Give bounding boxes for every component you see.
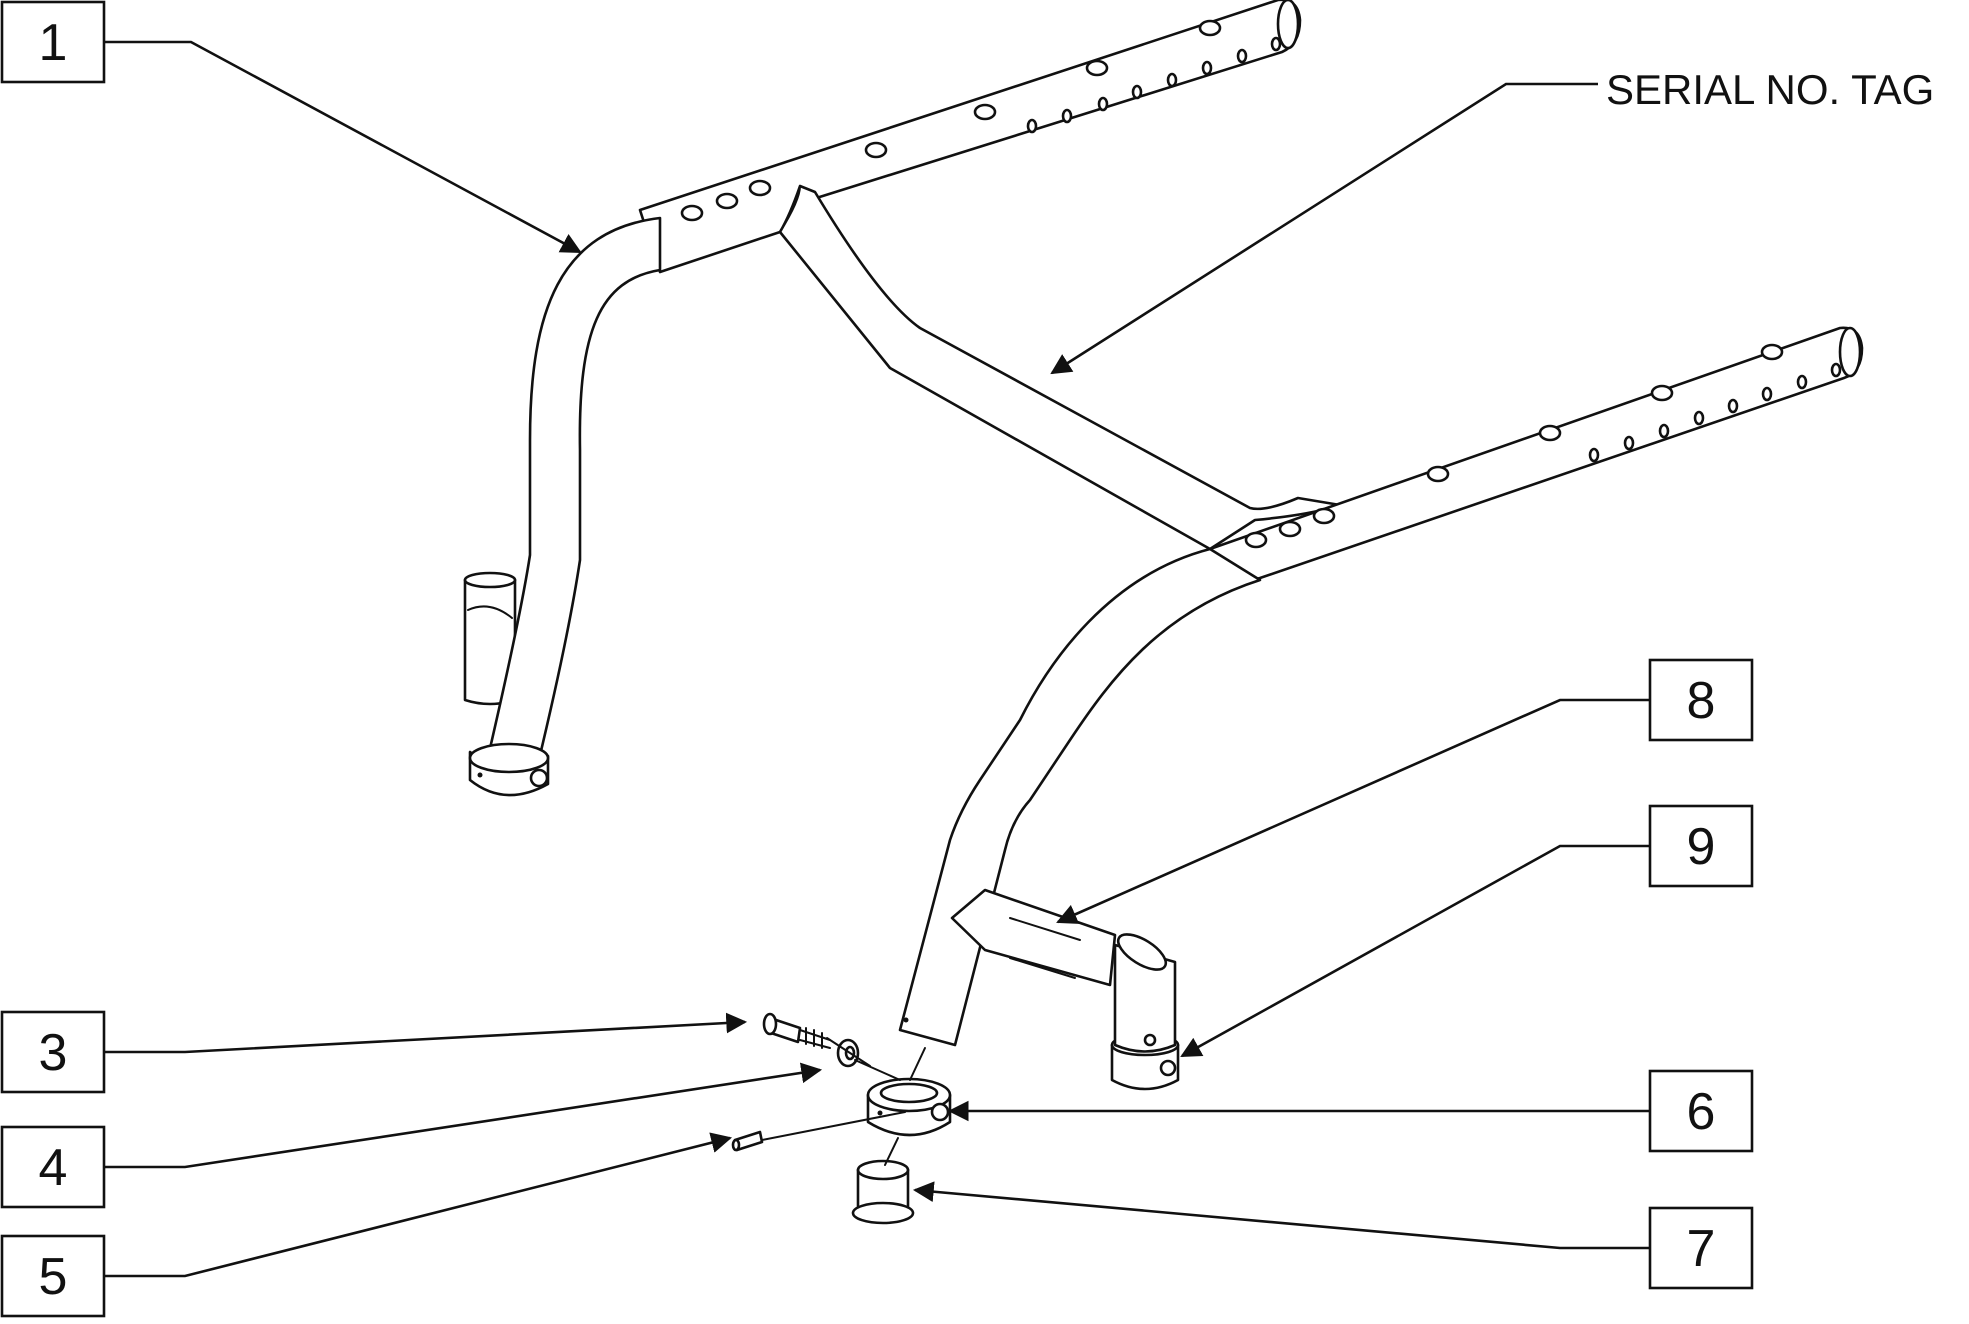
leader-8 xyxy=(1056,698,1650,924)
callout-6-label: 6 xyxy=(1687,1083,1716,1141)
leader-4 xyxy=(104,1062,823,1169)
callout-4-label: 4 xyxy=(39,1139,68,1197)
callout-5-label: 5 xyxy=(39,1248,68,1306)
leader-3 xyxy=(104,1012,748,1054)
part-7-bushing xyxy=(851,1159,915,1225)
callout-1: 1 xyxy=(0,0,106,84)
callout-7: 7 xyxy=(1648,1206,1754,1290)
callout-6: 6 xyxy=(1648,1069,1754,1153)
part-5-pin xyxy=(731,1130,764,1152)
leader-lines xyxy=(104,40,1650,1278)
callout-8: 8 xyxy=(1648,658,1754,742)
callout-9: 9 xyxy=(1648,804,1754,888)
part-9-socket xyxy=(1110,933,1180,1091)
callout-1-label: 1 xyxy=(39,14,68,72)
callout-5: 5 xyxy=(0,1234,106,1318)
part-6-clamp xyxy=(866,1077,952,1137)
callout-3-label: 3 xyxy=(39,1024,68,1082)
frame-right-side xyxy=(898,326,1864,1047)
leader-7 xyxy=(912,1181,1650,1250)
top-tube-holes xyxy=(680,19,1282,222)
callout-9-label: 9 xyxy=(1687,818,1716,876)
part-8-side-tube xyxy=(950,888,1117,987)
leader-1 xyxy=(104,40,582,254)
lower-tube-holes xyxy=(1244,343,1842,549)
leader-5 xyxy=(104,1132,733,1278)
serial-tag-label: SERIAL NO. TAG xyxy=(1606,66,1934,113)
leader-9 xyxy=(1180,844,1650,1058)
part-4-washer xyxy=(836,1038,860,1068)
callout-7-label: 7 xyxy=(1687,1220,1716,1278)
part-3-bolt xyxy=(762,1012,831,1049)
frame-left-side xyxy=(463,0,1302,797)
callout-4: 4 xyxy=(0,1125,106,1209)
leader-serial-tag xyxy=(1050,82,1598,375)
callout-3: 3 xyxy=(0,1010,106,1094)
callout-8-label: 8 xyxy=(1687,672,1716,730)
